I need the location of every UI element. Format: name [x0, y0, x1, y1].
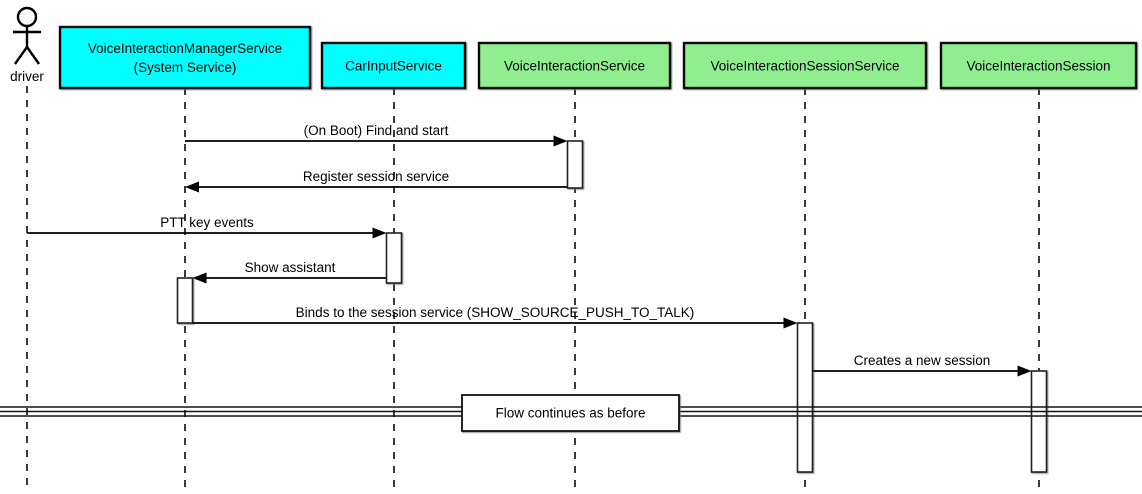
participant-label: VoiceInteractionSession: [966, 59, 1110, 74]
participant-voice-interaction-session-service: VoiceInteractionSessionService: [682, 41, 928, 90]
activation-car-input-service: [385, 232, 403, 284]
participant-box: [477, 41, 672, 90]
arrowhead-right-icon: [553, 135, 568, 147]
participant-voice-interaction-session: VoiceInteractionSession: [939, 41, 1138, 90]
activation-voice-interaction-service: [566, 140, 584, 189]
message-binds-to-session-service: Binds to the session service (SHOW_SOURC…: [192, 305, 798, 329]
message-label: Register session service: [303, 169, 449, 184]
arrowhead-right-icon: [1017, 365, 1032, 377]
actor-leg-right: [26, 46, 40, 65]
participant-label: VoiceInteractionService: [504, 59, 645, 74]
divider-label-box: [461, 394, 680, 432]
participant-box: [939, 41, 1138, 90]
activation-voice-interaction-session: [1030, 370, 1048, 473]
participant-label: VoiceInteractionSessionService: [710, 59, 899, 74]
arrowhead-left-icon: [185, 181, 199, 193]
participant-voice-interaction-manager-service: VoiceInteractionManagerService (System S…: [58, 25, 312, 90]
activation-voice-interaction-session-service: [796, 322, 814, 473]
arrowhead-right-icon: [783, 317, 798, 329]
divider-flow-continues: Flow continues as before: [461, 394, 680, 432]
participant-box: [682, 41, 928, 90]
message-show-assistant: Show assistant: [192, 260, 387, 284]
divider-label: Flow continues as before: [495, 406, 645, 421]
participant-label-line1: VoiceInteractionManagerService: [88, 41, 282, 56]
message-on-boot-find-and-start: (On Boot) Find and start: [185, 123, 568, 147]
participant-voice-interaction-service: VoiceInteractionService: [477, 41, 672, 90]
message-register-session-service: Register session service: [185, 169, 568, 193]
actor-driver: driver: [10, 6, 44, 84]
message-label: Show assistant: [245, 260, 336, 275]
actor-head: [16, 6, 38, 28]
message-label: PTT key events: [160, 215, 254, 230]
participant-box: [58, 25, 312, 90]
participant-box: [320, 41, 467, 90]
message-label: (On Boot) Find and start: [304, 123, 449, 138]
actor-label: driver: [10, 69, 44, 84]
message-ptt-key-events: PTT key events: [27, 215, 387, 239]
arrowhead-left-icon: [192, 272, 207, 284]
participant-label: CarInputService: [345, 59, 442, 74]
actor-leg-left: [14, 46, 28, 65]
participant-label-line2: (System Service): [134, 60, 237, 75]
message-creates-a-new-session: Creates a new session: [812, 353, 1032, 377]
activation-voice-interaction-manager-service: [176, 277, 194, 324]
message-label: Creates a new session: [854, 353, 991, 368]
participant-car-input-service: CarInputService: [320, 41, 467, 90]
message-label: Binds to the session service (SHOW_SOURC…: [296, 305, 695, 320]
arrowhead-right-icon: [372, 227, 387, 239]
